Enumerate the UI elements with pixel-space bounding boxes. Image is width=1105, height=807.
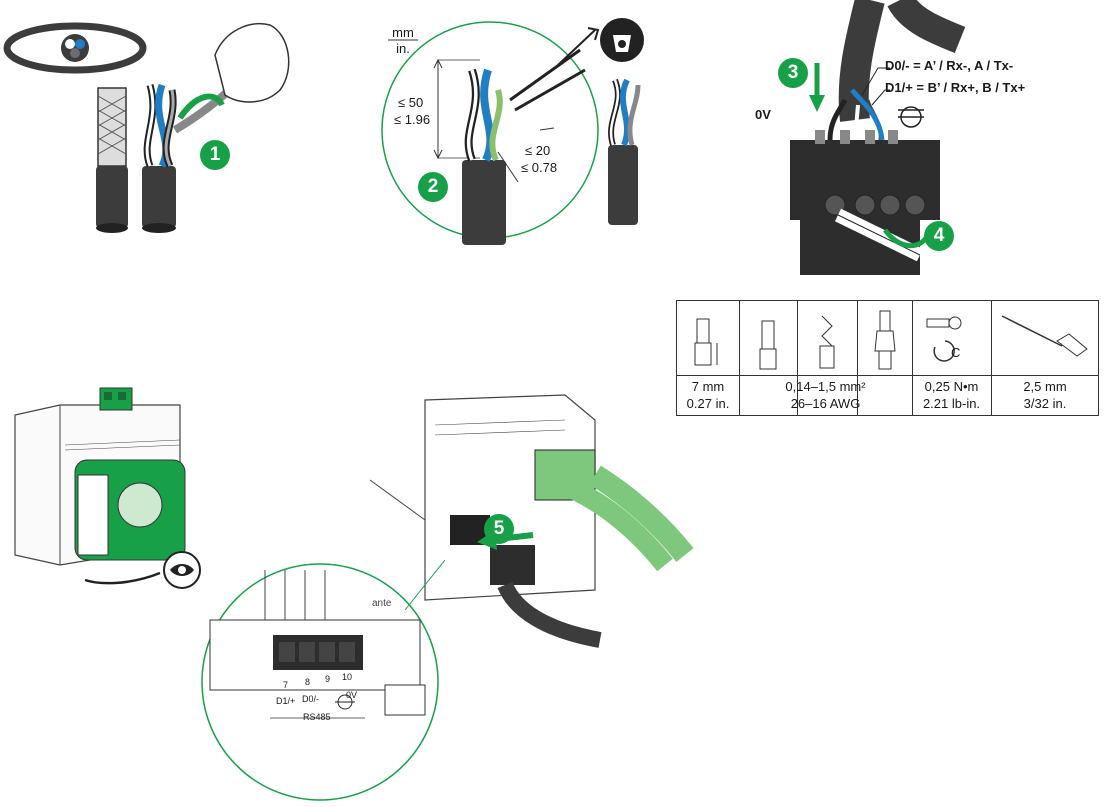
table-divider	[912, 301, 913, 415]
strip-mm-label: ≤ 20	[525, 143, 551, 158]
table-divider	[739, 301, 740, 415]
step1-illustration	[3, 22, 290, 233]
stranded-wire-icon	[819, 315, 835, 369]
step5-illustration	[369, 394, 694, 648]
wire-spec-table: C 7 mm 0.27 in. 0,14–1,5 mm² 26–16 AWG 0…	[676, 300, 1099, 416]
screwdriver-icon	[1001, 315, 1088, 357]
ferrule-icon	[759, 320, 777, 370]
step-3-badge: 3	[778, 58, 808, 88]
d0-label: D0/- = A’ / Rx-, A / Tx-	[885, 58, 1014, 73]
signal-0v: 0V	[346, 690, 358, 700]
zoom-view	[201, 560, 445, 801]
torque-screw-icon	[926, 316, 962, 362]
label-plate	[77, 474, 109, 556]
table-divider	[857, 301, 858, 415]
cable-jacket-2	[142, 166, 176, 228]
pin-7: 7	[283, 680, 289, 690]
spec-col-section: 0,14–1,5 mm² 26–16 AWG	[785, 379, 866, 411]
step-1-badge: 1	[200, 140, 230, 170]
braided-shield	[97, 87, 127, 167]
cable-jacket	[838, 0, 885, 122]
antenna-label: ante	[372, 598, 392, 609]
rs485-plug	[490, 545, 535, 585]
insulated-ferrule-icon	[874, 310, 896, 370]
unit-in: in.	[396, 41, 410, 56]
pin-9: 9	[325, 674, 331, 684]
length-mm-label: ≤ 50	[398, 95, 424, 110]
cable-jacket-2	[608, 145, 638, 225]
cable-coil	[3, 22, 147, 74]
step-2-badge: 2	[418, 172, 448, 202]
spec-col-screwdriver: 2,5 mm 3/32 in.	[1023, 379, 1067, 411]
cable-jacket	[96, 166, 128, 228]
step2-illustration	[381, 18, 644, 245]
spec-col-strip: 7 mm 0.27 in.	[686, 379, 730, 411]
step-4-badge: 4	[924, 221, 954, 251]
ov-label: 0V	[755, 107, 771, 122]
device-illustration	[14, 387, 201, 589]
ethernet-connector-icon	[534, 449, 694, 572]
torque-symbol: C	[951, 345, 961, 360]
rotate-arrow-icon	[84, 571, 161, 585]
shield-wire	[489, 89, 503, 162]
signal-d1: D1/+	[276, 696, 296, 706]
table-divider	[991, 301, 992, 415]
wire-d1	[850, 88, 885, 141]
table-divider	[797, 301, 798, 415]
wire-0v	[827, 98, 848, 141]
unit-mm: mm	[392, 25, 414, 40]
pin-8: 8	[305, 677, 311, 687]
strip-in-label: ≤ 0.78	[521, 160, 558, 175]
stripped-wire-icon	[694, 318, 718, 366]
wire-cutter-icon	[509, 48, 586, 112]
hand-icon	[214, 23, 290, 103]
bus-label: RS485	[303, 712, 331, 722]
length-in-label: ≤ 1.96	[394, 112, 431, 127]
twist-arrow-icon	[177, 93, 225, 120]
step-5-badge: 5	[484, 514, 514, 544]
d1-label: D1/+ = B’ / Rx+, B / Tx+	[885, 80, 1026, 95]
pin-10: 10	[342, 672, 353, 682]
spec-col-torque: 0,25 N•m 2.21 lb-in.	[922, 379, 981, 411]
cable-jacket	[462, 160, 506, 245]
signal-d0: D0/-	[302, 694, 320, 704]
step3-illustration	[790, 0, 966, 275]
